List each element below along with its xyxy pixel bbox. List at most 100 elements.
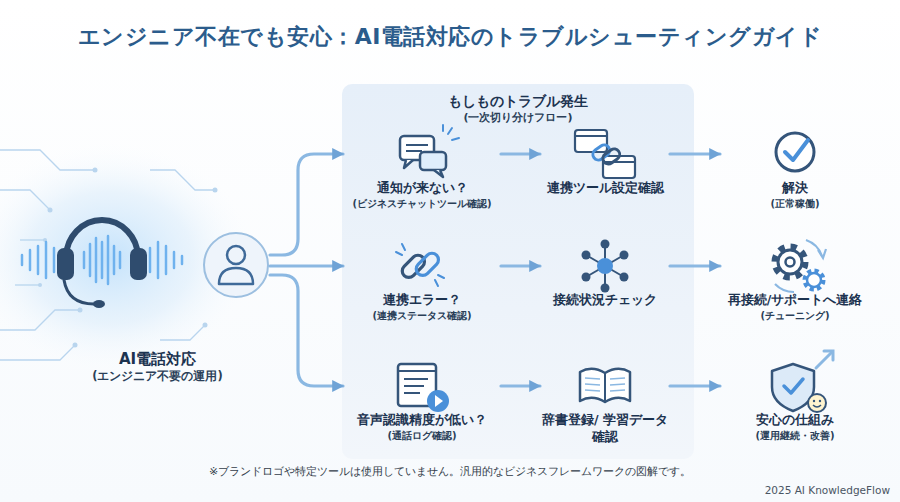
headset-icon-part	[93, 300, 105, 308]
headset-icon-part	[66, 220, 138, 258]
shield-icon-part	[813, 400, 815, 402]
circuit-dots-part	[213, 188, 218, 193]
gear-icon-part	[778, 250, 802, 274]
gear-icon	[775, 240, 826, 292]
gear-icon-part	[775, 247, 805, 277]
gear-icon-part	[807, 273, 821, 287]
sound-wave-part	[95, 238, 98, 282]
circuit-lines-part	[160, 325, 205, 340]
shield-icon-part	[772, 364, 814, 411]
service-node: AI電話対応(エンジニア不要の運用)	[45, 205, 270, 385]
symptom-step: 音声認識精度が低い？(通話ログ確認)	[343, 360, 501, 442]
circuit-lines-part	[20, 239, 45, 240]
sound-wave-part	[45, 242, 48, 278]
shield-icon-part	[784, 379, 803, 393]
node-heading: 連携ツール設定確認	[540, 180, 670, 197]
shield-icon-part	[816, 352, 832, 368]
person-icon-part	[204, 233, 268, 297]
sound-wave-part	[21, 255, 24, 265]
flow-arrow	[270, 264, 343, 267]
shield-icon-part	[819, 400, 821, 402]
gear-icon-part	[786, 258, 795, 267]
circuit-lines-part	[0, 345, 75, 360]
shield-icon	[772, 351, 833, 412]
check-step: 連携ツール設定確認	[540, 128, 670, 197]
result-step: 再接続/サポートへ連絡(チューニング)	[720, 240, 870, 322]
credit-watermark: 2025 AI KnowledgeFlow	[765, 484, 890, 496]
circuit-dots-part	[38, 283, 42, 287]
node-subtext: (通話ログ確認)	[343, 429, 501, 443]
node-heading: 再接続/サポートへ連絡	[720, 292, 870, 309]
circuit-dots-part	[203, 323, 208, 328]
circuit-lines-part	[0, 150, 95, 170]
node-heading: 接続状況チェック	[540, 292, 670, 309]
node-heading: 安心の仕組み	[720, 412, 870, 429]
glow	[0, 138, 260, 378]
circuit-dots-part	[43, 238, 47, 242]
node-heading: 通知が来ない？	[343, 180, 501, 197]
diagram-title: エンジニア不在でも安心：AI電話対応のトラブルシューティングガイド	[0, 22, 900, 52]
circuit-dots-part	[48, 208, 53, 213]
symptom-step: 通知が来ない？(ビジネスチャットツール確認)	[343, 128, 501, 210]
circuit-dots	[38, 168, 218, 348]
sound-wave-part	[173, 252, 176, 268]
result-step: 安心の仕組み(運用継続・改善)	[720, 360, 870, 442]
flow-panel: もしものトラブル発生(一次切り分けフロー)通知が来ない？(ビジネスチャットツール…	[342, 84, 694, 459]
sound-wave-part	[181, 256, 184, 264]
shield-icon-part	[813, 405, 821, 407]
node-heading: 解決	[720, 180, 870, 197]
node-subtext: (連携ステータス確認)	[343, 309, 501, 323]
shield-icon-part	[808, 394, 826, 412]
check-icon-part	[776, 133, 814, 171]
sound-wave-part	[29, 250, 32, 270]
sound-wave-part	[157, 242, 160, 278]
headset-icon-part	[130, 248, 147, 280]
sound-wave-part	[119, 252, 122, 268]
circuit-dots-part	[93, 168, 98, 173]
circuit-lines-part	[15, 284, 40, 285]
circuit-dots-part	[73, 343, 78, 348]
circuit-dots-part	[78, 308, 83, 313]
circuit-lines-part	[0, 190, 50, 210]
headset-icon-part	[57, 248, 74, 280]
check-step: 辞書登録/ 学習データ確認	[540, 360, 670, 446]
sound-wave-part	[101, 242, 104, 278]
sound-wave-part	[53, 248, 56, 272]
node-subtext: (ビジネスチャットツール確認)	[343, 197, 501, 211]
check-step: 接続状況チェック	[540, 240, 670, 309]
circuit-lines-part	[150, 170, 215, 190]
sound-wave-part	[149, 248, 152, 272]
sound-wave-part	[37, 246, 40, 274]
person-icon-part	[219, 268, 253, 284]
node-subtext: (運用継続・改善)	[720, 429, 870, 443]
result-step: 解決(正常稼働)	[720, 128, 870, 210]
node-heading: 辞書登録/ 学習データ確認	[540, 412, 670, 446]
gear-icon-part	[775, 284, 794, 292]
sound-wave-part	[107, 236, 110, 284]
sound-wave-part	[89, 244, 92, 276]
node-heading: AI電話対応	[119, 349, 196, 369]
person-icon	[204, 233, 268, 297]
node-subtext: (正常稼働)	[720, 197, 870, 211]
node-subtext: (一次切り分けフロー)	[342, 111, 694, 126]
gear-icon-part	[806, 240, 822, 256]
flow-arrow	[270, 154, 343, 255]
check-icon-part	[785, 140, 808, 160]
node-subtext: (エンジニア不要の運用)	[92, 369, 223, 385]
person-icon-part	[227, 246, 245, 264]
circuit-lines	[0, 150, 215, 360]
sound-wave-part	[165, 246, 168, 274]
sound-wave-part	[113, 246, 116, 274]
headset-icon-part	[64, 280, 94, 304]
node-subtext: (チューニング)	[720, 309, 870, 323]
shield-icon-part	[824, 351, 833, 360]
flow-arrow	[270, 275, 343, 386]
sound-wave-part	[83, 252, 86, 268]
footnote: ※ブランドロゴや特定ツールは使用していません。汎用的なビジネスフレームワークの図…	[209, 464, 691, 479]
node-heading: 連携エラー？	[343, 292, 501, 309]
gear-icon-part	[818, 249, 826, 258]
symptom-step: 連携エラー？(連携ステータス確認)	[343, 240, 501, 322]
circuit-lines-part	[0, 310, 80, 330]
